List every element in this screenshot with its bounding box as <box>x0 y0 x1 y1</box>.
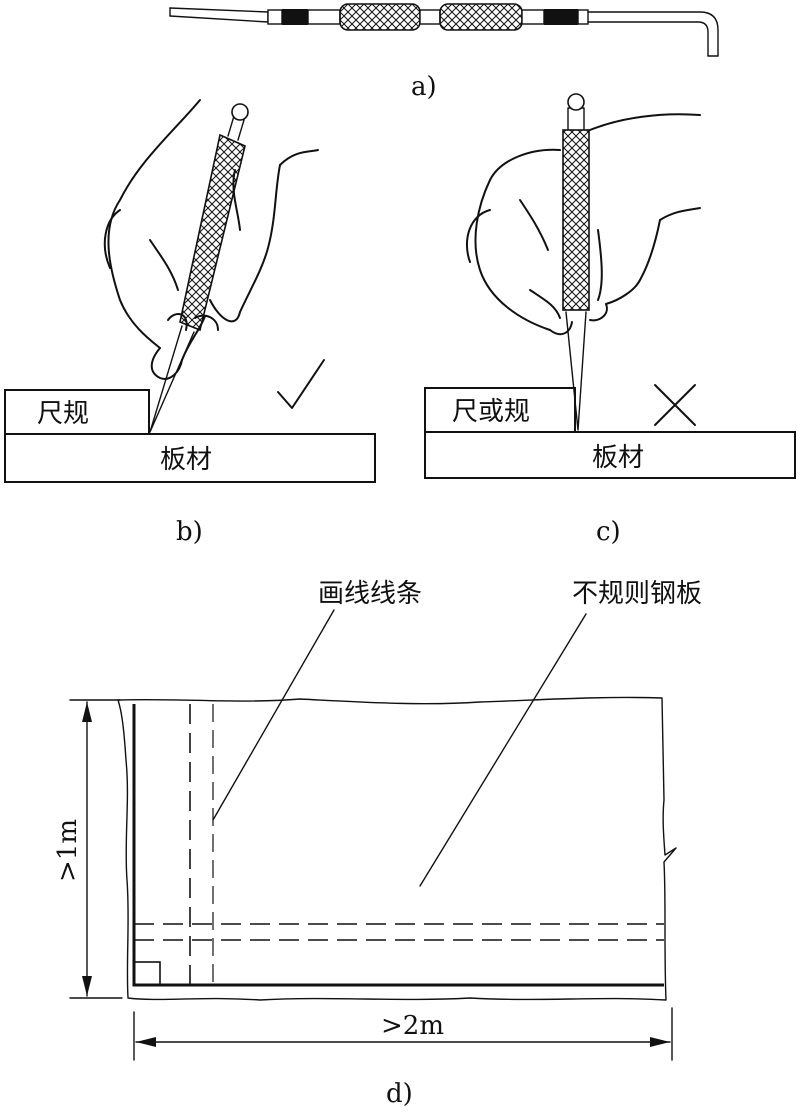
plate-label-b: 板材 <box>160 445 212 475</box>
cross-icon <box>654 384 696 426</box>
caption-c: c) <box>596 517 621 547</box>
caption-d: d) <box>386 1079 413 1109</box>
ruler-b <box>4 389 150 435</box>
irregular-plate-outline <box>117 696 677 1001</box>
leader-lines <box>212 609 335 821</box>
scriber-grip-c <box>562 129 590 311</box>
callout-plate-label: 不规则钢板 <box>572 579 702 609</box>
band-right <box>544 9 578 25</box>
scriber-bent-end <box>587 11 719 57</box>
plate-b <box>4 433 376 483</box>
dim-height-label: >1m <box>53 819 83 882</box>
band-left <box>282 9 308 25</box>
dim-width-label: >2m <box>381 1011 444 1041</box>
panel-c-incorrect <box>424 93 796 479</box>
panel-b-correct <box>4 99 376 483</box>
caption-b: b) <box>176 517 203 547</box>
leader-plate <box>419 613 587 887</box>
callout-lines-label: 画线线条 <box>318 579 422 609</box>
knurled-grip-left <box>339 3 421 31</box>
ruler-c <box>424 387 576 433</box>
scriber-grip-b <box>179 133 246 332</box>
ruler-label-c: 尺或规 <box>452 397 530 427</box>
right-angle-marker <box>133 961 161 986</box>
scriber-needle-left <box>169 7 269 23</box>
ruler-label-b: 尺规 <box>37 399 89 429</box>
panel-a-scriber <box>169 3 719 57</box>
panel-d-plate <box>69 609 677 1061</box>
caption-a: a) <box>411 72 437 102</box>
knurled-grip-right <box>439 3 523 31</box>
plate-label-c: 板材 <box>592 443 644 473</box>
check-icon <box>277 359 325 409</box>
plate-c <box>424 431 796 479</box>
collar-left <box>267 9 283 25</box>
